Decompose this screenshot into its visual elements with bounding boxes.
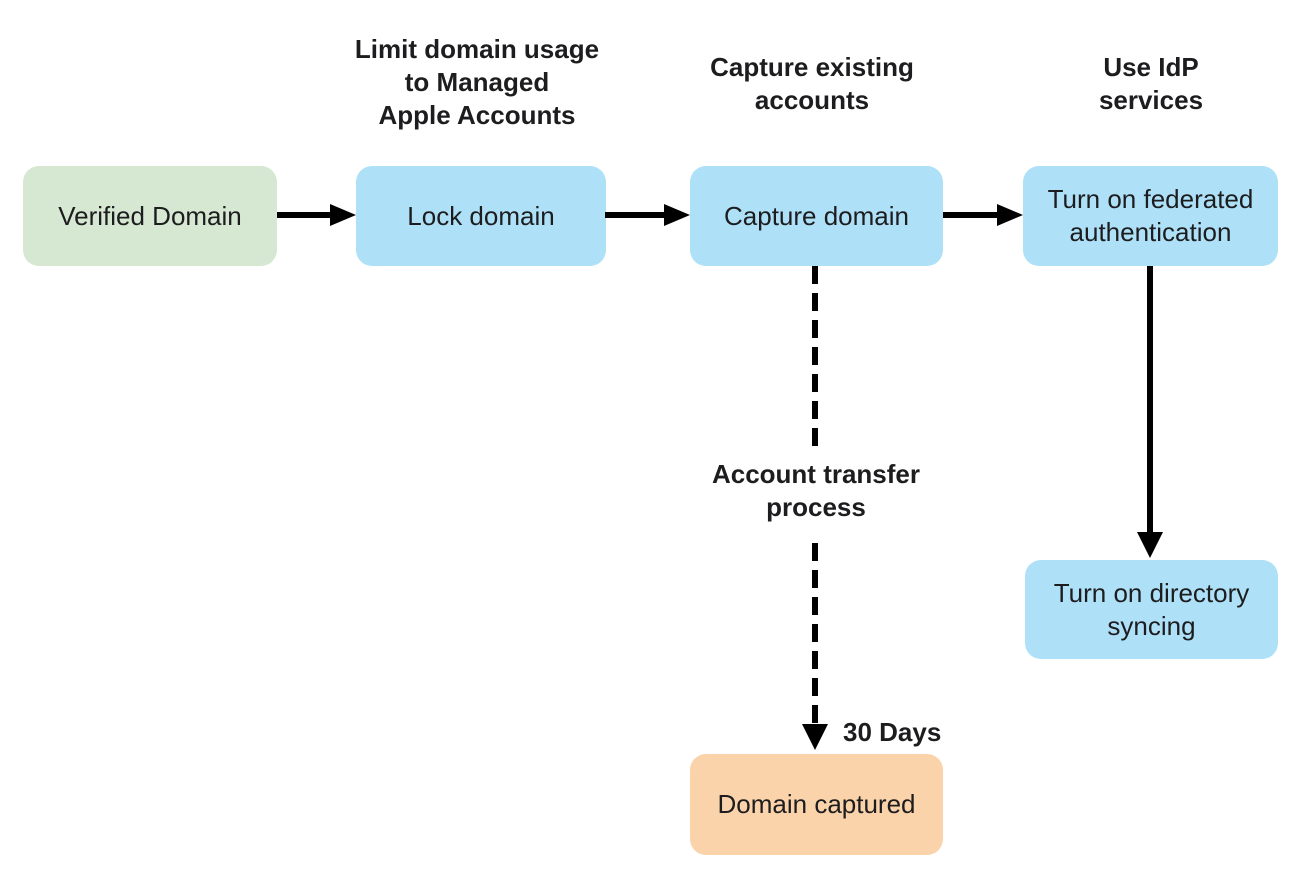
node-domain-captured-label: Domain captured — [717, 789, 916, 819]
node-turn-on-directory-syncing: Turn on directory syncing — [1025, 560, 1278, 659]
node-capture-domain: Capture domain — [690, 166, 943, 266]
arrow-head-right-icon — [330, 204, 356, 226]
dashed-arrow-line — [812, 266, 818, 453]
arrow-head-down-icon — [1137, 532, 1163, 558]
dashed-arrow-line — [812, 543, 818, 723]
node-capture-domain-label: Capture domain — [724, 200, 909, 231]
node-directory-syncing-label: Turn on directory syncing — [1053, 577, 1250, 641]
arrow-line — [943, 212, 999, 218]
arrow-head-right-icon — [997, 204, 1023, 226]
arrow-line — [605, 212, 666, 218]
node-domain-captured: Domain captured — [690, 754, 943, 855]
node-lock-domain-label: Lock domain — [407, 200, 555, 231]
node-verified-domain-label: Verified Domain — [58, 200, 242, 231]
node-turn-on-federated-authentication: Turn on federated authentication — [1023, 166, 1278, 266]
caption-capture-existing-accounts: Capture existing accounts — [710, 52, 914, 115]
node-lock-domain: Lock domain — [356, 166, 606, 266]
arrow-line — [277, 212, 332, 218]
caption-thirty-days: 30 Days — [843, 717, 942, 747]
caption-account-transfer-process: Account transfer process — [711, 459, 921, 522]
caption-use-idp-services: Use IdP services — [1098, 52, 1204, 115]
arrow-line — [1147, 266, 1153, 533]
node-verified-domain: Verified Domain — [23, 166, 277, 266]
node-federated-auth-label: Turn on federated authentication — [1047, 184, 1254, 247]
arrow-head-right-icon — [664, 204, 690, 226]
caption-limit-domain-usage: Limit domain usage to Managed Apple Acco… — [354, 34, 600, 130]
arrow-head-down-icon — [802, 724, 828, 750]
